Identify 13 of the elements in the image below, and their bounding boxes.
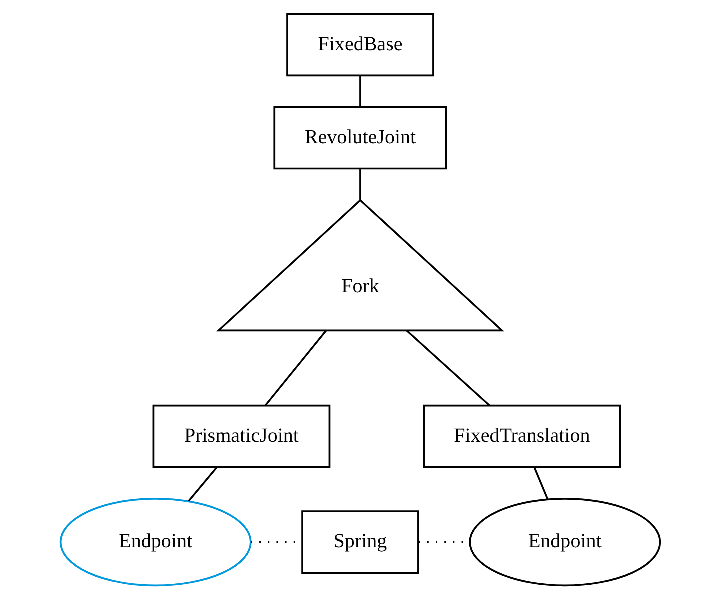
node-ellipse: Endpoint <box>59 498 252 587</box>
node-box: FixedTranslation <box>422 404 621 468</box>
connector <box>359 76 361 107</box>
node-box: FixedBase <box>286 13 434 77</box>
node-box: PrismaticJoint <box>152 404 330 468</box>
connector <box>406 330 490 406</box>
connector <box>359 169 361 200</box>
node-ellipse: Endpoint <box>468 498 661 587</box>
node-box: RevoluteJoint <box>273 106 447 170</box>
connector <box>188 467 218 502</box>
node-box: Spring <box>301 510 419 574</box>
connector <box>264 330 327 406</box>
connector <box>533 467 548 500</box>
